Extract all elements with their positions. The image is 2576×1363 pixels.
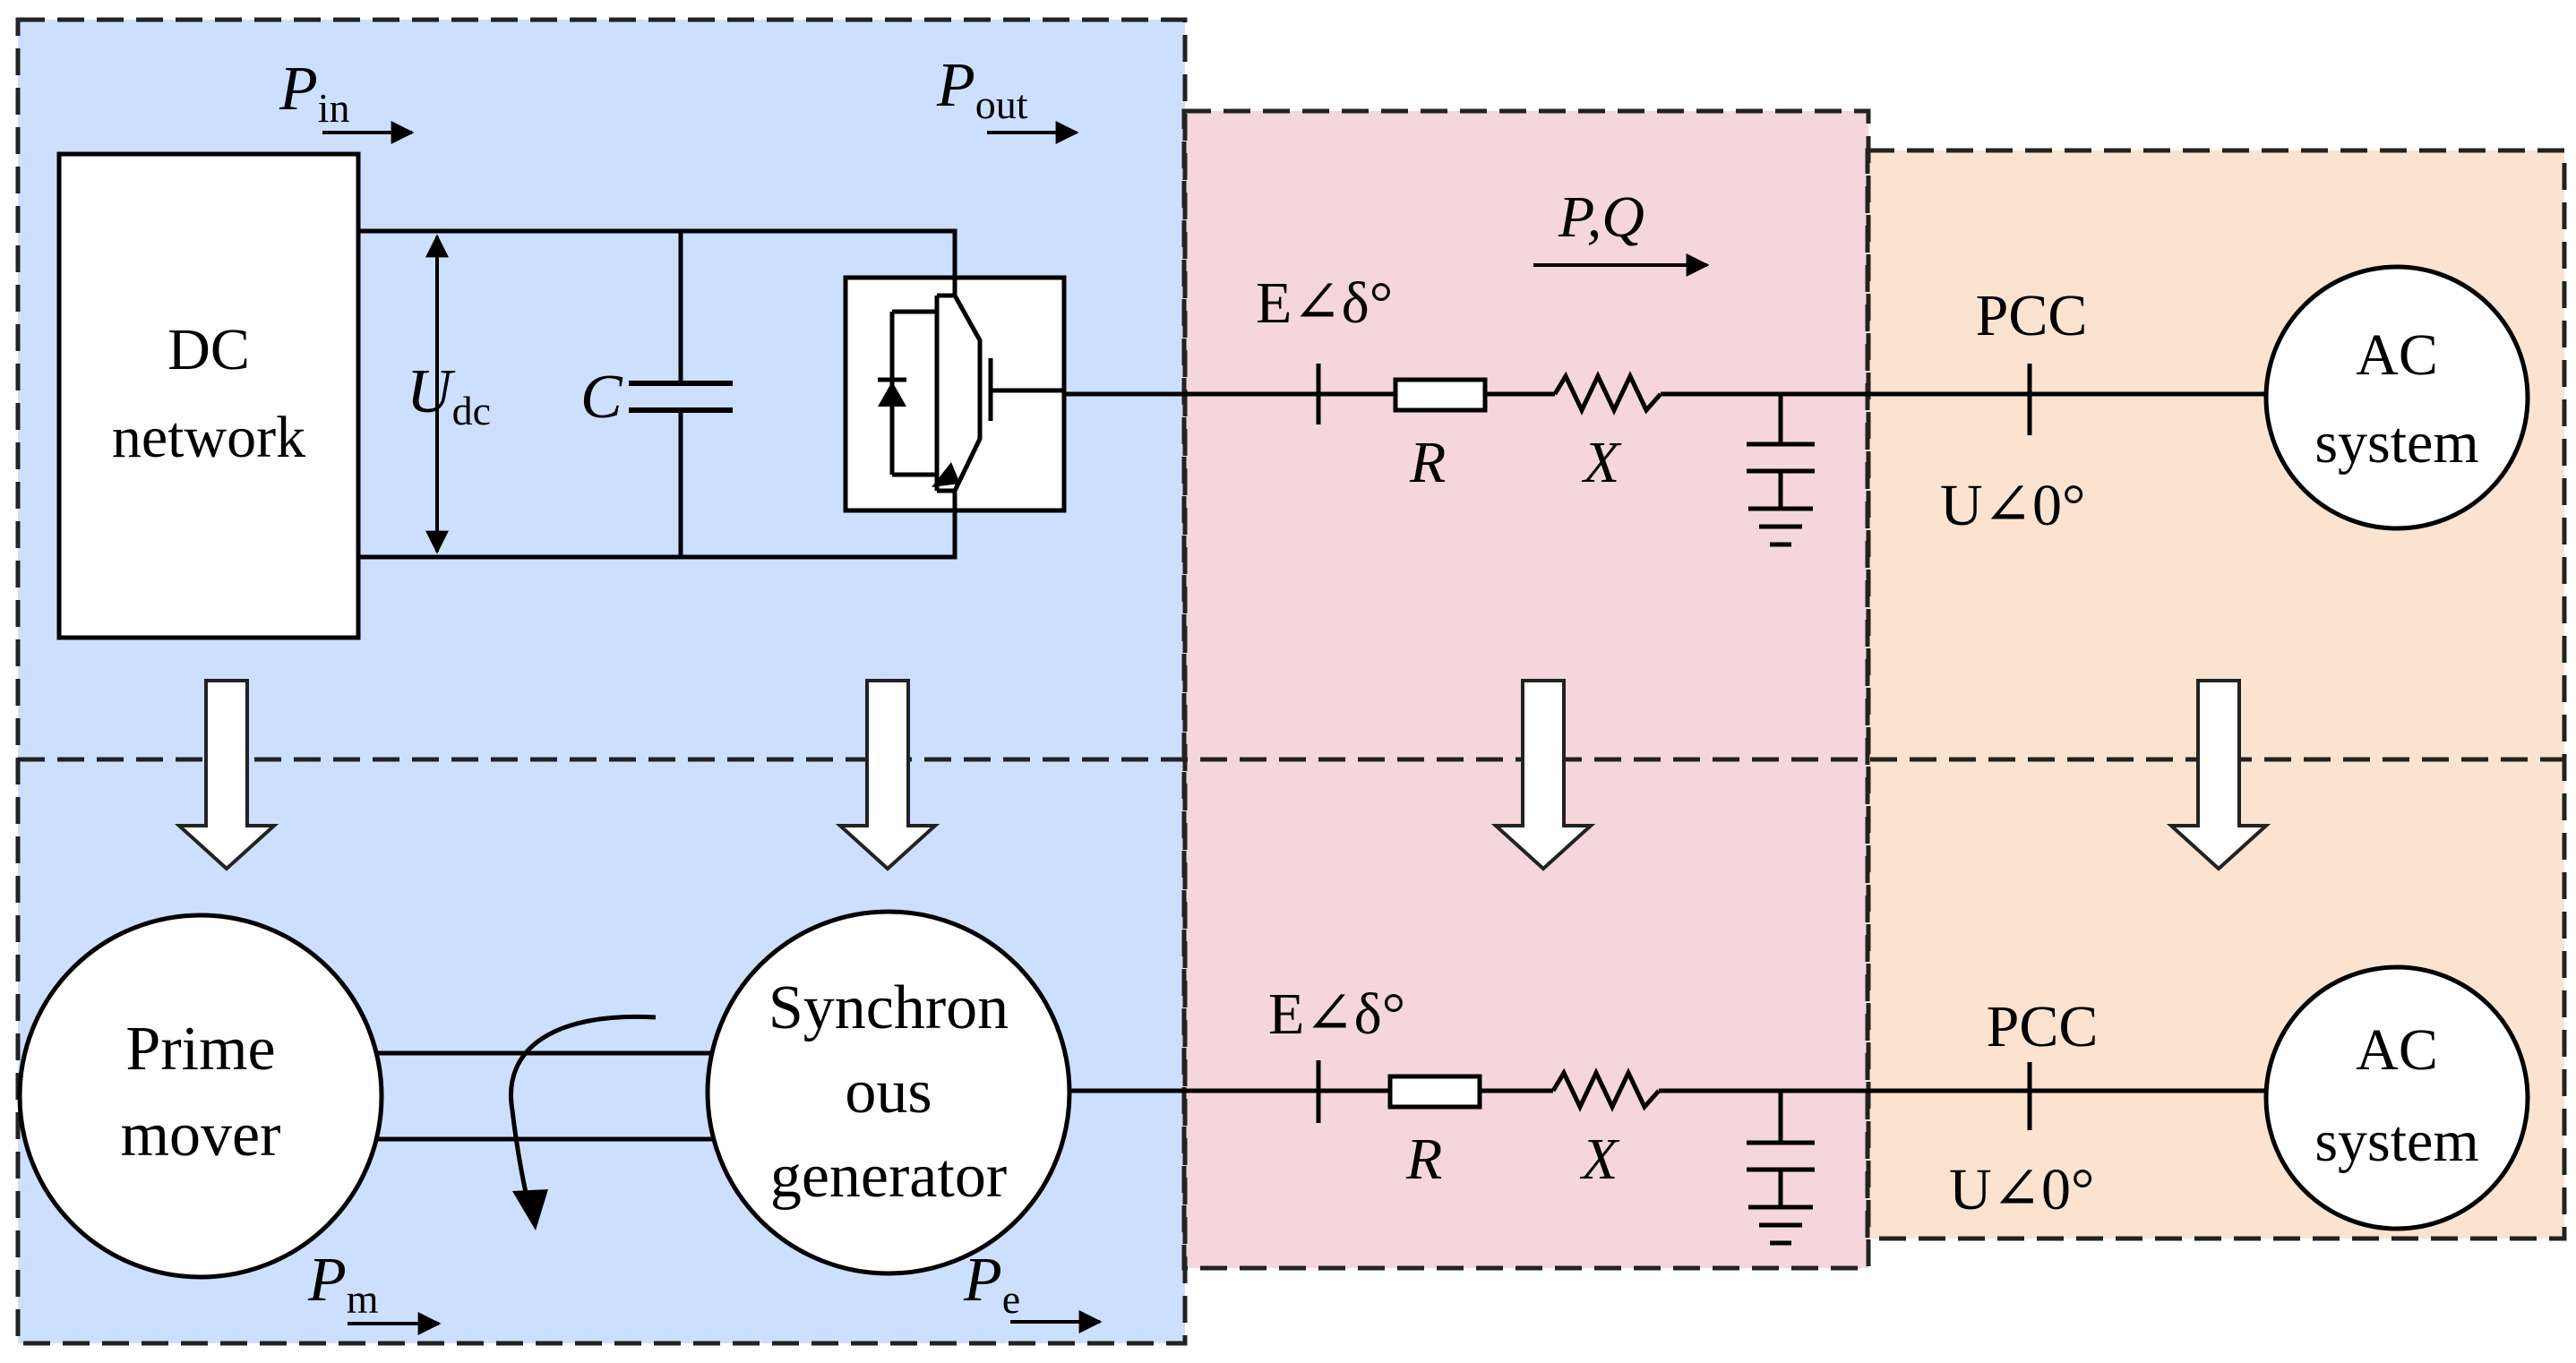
ac-system-label-top: AC [2356, 322, 2438, 388]
udc-label: Udc [407, 357, 491, 433]
pq-label: P,Q [1558, 184, 1644, 250]
pcc-label-top: PCC [1976, 283, 2088, 348]
p-e-label: Pe [963, 1246, 1020, 1322]
ac-system-circle-top [2263, 264, 2530, 531]
reactor-label-top: X [1581, 430, 1622, 495]
ac-system-circle-bottom [2263, 964, 2530, 1231]
dc-network-label-2: network [112, 405, 305, 470]
ground-icon-top [1747, 394, 1815, 547]
ground-icon-bottom [1747, 1091, 1815, 1246]
e-delta-label-bottom: E∠δ° [1268, 982, 1405, 1047]
p-in-label: Pin [279, 55, 350, 131]
rotation-arrow-head [512, 1189, 548, 1230]
u-angle-label-bottom: U∠0° [1949, 1157, 2094, 1222]
mapping-arrow-grid [2166, 679, 2271, 871]
prime-mover-circle [17, 913, 384, 1280]
mapping-arrow-line [1490, 679, 1596, 871]
dc-bus-top [358, 228, 957, 278]
reactor-bottom [1550, 1067, 1661, 1112]
ac-system-label-bottom-2: system [2314, 1109, 2478, 1174]
grid-region-border [1865, 148, 2567, 1241]
sync-gen-label: Synchron [769, 973, 1009, 1042]
p-out-label: Pout [936, 51, 1028, 127]
line-region-border [1181, 108, 1871, 1271]
resistor-label-top: R [1409, 430, 1446, 495]
ac-system-label-top-2: system [2314, 410, 2478, 476]
resistor-bottom [1387, 1074, 1482, 1110]
mapping-arrow-dc [174, 679, 279, 871]
igbt-icon [889, 278, 1064, 510]
resistor-label-bottom: R [1405, 1127, 1442, 1192]
dc-network-label: DC [167, 317, 250, 382]
pcc-label-bottom: PCC [1987, 994, 2099, 1059]
vsg-region-border [15, 17, 1188, 1346]
reactor-top [1552, 371, 1662, 416]
dc-network-box [56, 151, 361, 640]
mapping-arrows [174, 679, 2271, 871]
emitter-arrow-icon [932, 462, 960, 487]
reactor-label-bottom: X [1579, 1127, 1620, 1192]
diode-icon [878, 381, 906, 407]
sync-gen-label-3: generator [770, 1142, 1007, 1211]
p-m-label: Pm [307, 1246, 379, 1322]
u-angle-label-top: U∠0° [1940, 473, 2085, 538]
capacitor-label: C [580, 363, 623, 432]
dc-bus-bottom [358, 510, 957, 560]
prime-mover-label-2: mover [121, 1101, 281, 1170]
sync-gen-label-2: ous [845, 1058, 932, 1127]
prime-mover-label: Prime [125, 1015, 275, 1084]
rotation-arrow [509, 1014, 657, 1212]
mapping-arrow-converter [835, 679, 940, 871]
resistor-top [1393, 377, 1488, 413]
ac-system-label-bottom: AC [2356, 1017, 2438, 1083]
e-delta-label-top: E∠δ° [1256, 270, 1393, 336]
